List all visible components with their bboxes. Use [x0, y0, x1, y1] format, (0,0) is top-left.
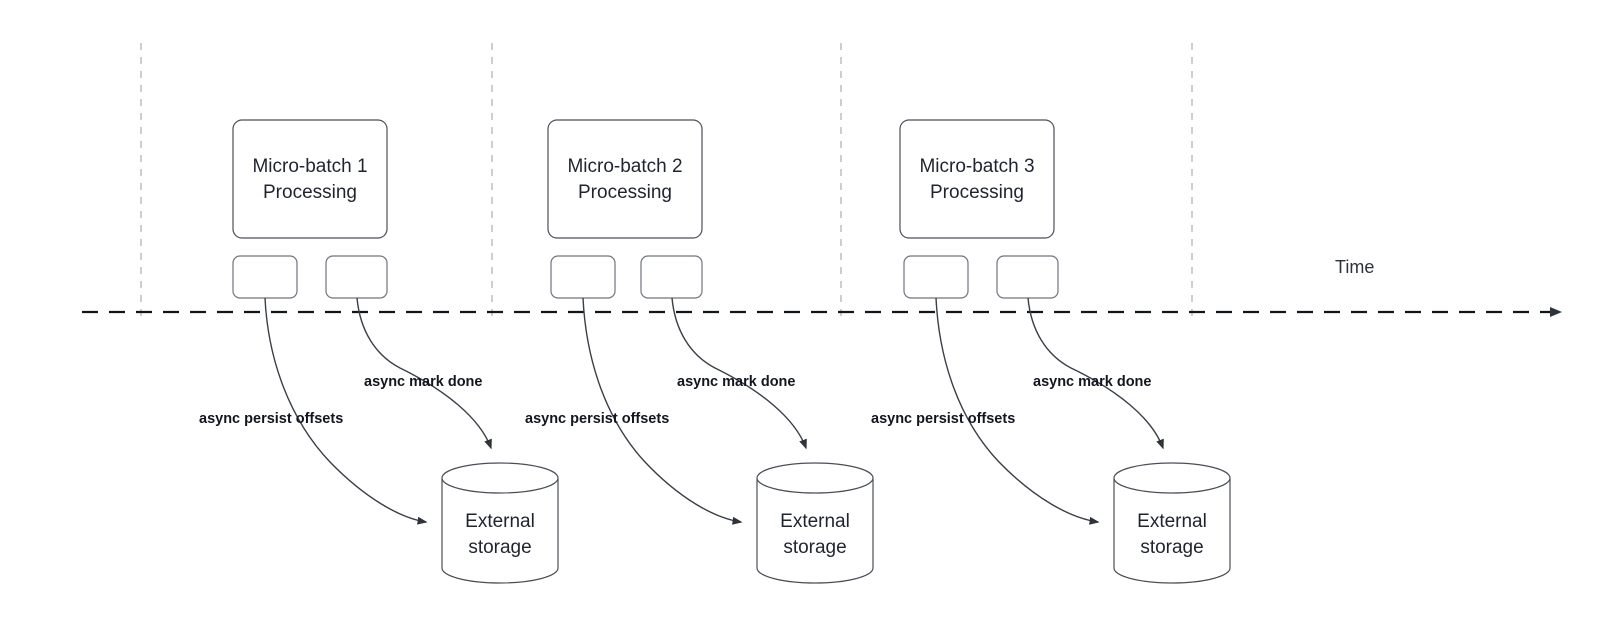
batch-3-persist-offsets-arrow	[935, 297, 1100, 525]
batch-3-external-storage[interactable]: External storage	[1113, 462, 1231, 584]
micro-batch-1-label-line2: Processing	[263, 182, 357, 203]
micro-batch-2-label-line1: Micro-batch 2	[567, 156, 682, 177]
batch-2-storage-label-line2: storage	[783, 537, 846, 558]
batch-1-mark-done-arrow	[356, 297, 492, 450]
batch-3-storage-cylinder-top	[1113, 462, 1231, 494]
batch-1-storage-label-line1: External	[465, 511, 535, 532]
time-axis: Time	[82, 257, 1562, 317]
micro-batch-2-box[interactable]	[547, 119, 703, 239]
batch-3-storage-cylinder-body	[1113, 478, 1231, 584]
batch-1-persist-offsets-arrow	[264, 297, 428, 525]
micro-batch-3-box[interactable]	[899, 119, 1055, 239]
batch-2-storage-label-line1: External	[780, 511, 850, 532]
batch-boundary-lines	[140, 43, 1193, 323]
batch-1-persist-offsets-label: async persist offsets	[199, 411, 343, 427]
batch-3-storage-label-line2: storage	[1140, 537, 1203, 558]
micro-batch-2-label-line2: Processing	[578, 182, 672, 203]
batch-3-mark-done-arrow	[1027, 297, 1164, 450]
batch-1-mark-done-label: async mark done	[364, 374, 482, 390]
batch-group-2: Micro-batch 2 Processing async persist o…	[525, 119, 874, 584]
batch-3-storage-label-line1: External	[1137, 511, 1207, 532]
batch-2-storage-cylinder-top	[756, 462, 874, 494]
batch-3-mark-done-label: async mark done	[1033, 374, 1151, 390]
micro-batch-2-tick-box-1[interactable]	[550, 255, 616, 299]
micro-batch-1-tick-box-1[interactable]	[232, 255, 298, 299]
batch-3-persist-offsets-label: async persist offsets	[871, 411, 1015, 427]
micro-batch-3-label-line1: Micro-batch 3	[919, 156, 1034, 177]
micro-batch-2-tick-box-2[interactable]	[640, 255, 703, 299]
batch-1-external-storage[interactable]: External storage	[441, 462, 559, 584]
micro-batch-1-box[interactable]	[232, 119, 388, 239]
time-axis-label: Time	[1335, 257, 1374, 277]
batch-2-mark-done-label: async mark done	[677, 374, 795, 390]
batch-2-persist-offsets-arrow	[582, 297, 743, 525]
micro-batch-1-label-line1: Micro-batch 1	[252, 156, 367, 177]
batch-1-storage-cylinder-body	[441, 478, 559, 584]
batch-group-3: Micro-batch 3 Processing async persist o…	[871, 119, 1231, 584]
batch-2-persist-offsets-label: async persist offsets	[525, 411, 669, 427]
batch-2-external-storage[interactable]: External storage	[756, 462, 874, 584]
batch-group-1: Micro-batch 1 Processing async persist o…	[199, 119, 559, 584]
micro-batch-3-tick-box-2[interactable]	[996, 255, 1059, 299]
batch-1-storage-cylinder-top	[441, 462, 559, 494]
micro-batch-1-tick-box-2[interactable]	[325, 255, 388, 299]
micro-batch-3-label-line2: Processing	[930, 182, 1024, 203]
micro-batch-3-tick-box-1[interactable]	[903, 255, 969, 299]
batch-1-storage-label-line2: storage	[468, 537, 531, 558]
batch-2-storage-cylinder-body	[756, 478, 874, 584]
batch-2-mark-done-arrow	[671, 297, 807, 450]
